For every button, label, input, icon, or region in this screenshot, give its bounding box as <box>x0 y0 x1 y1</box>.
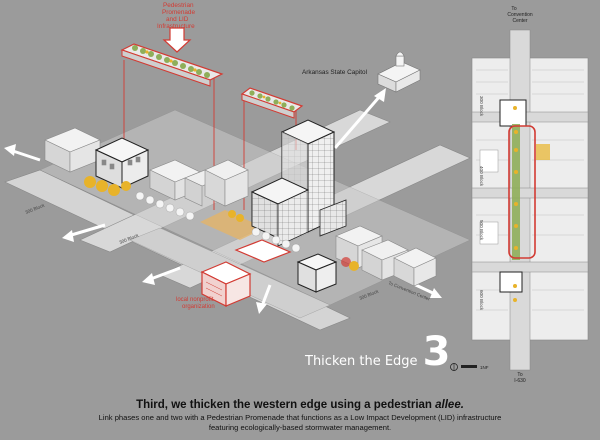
svg-text:I-630: I-630 <box>514 378 526 384</box>
caption-line-1: Link phases one and two with a Pedestria… <box>98 413 502 422</box>
svg-text:1NF: 1NF <box>480 365 489 370</box>
svg-text:300 Block: 300 Block <box>25 202 46 214</box>
svg-text:600 Block: 600 Block <box>479 290 484 311</box>
svg-text:To: To <box>511 6 517 12</box>
site-plan: 300 Block 400 Block 500 Block 600 Block … <box>471 6 589 384</box>
capitol-building <box>377 51 421 93</box>
svg-text:To: To <box>517 372 523 378</box>
tower-building <box>250 119 347 247</box>
left-block-buildings <box>44 127 249 207</box>
promenade-strip-lower <box>240 87 304 119</box>
svg-text:Pedestrian: Pedestrian <box>163 2 194 9</box>
svg-text:Center: Center <box>512 18 527 24</box>
right-block-buildings <box>296 225 437 293</box>
svg-text:Arkansas State Capitol: Arkansas State Capitol <box>302 69 367 76</box>
svg-text:500 Block: 500 Block <box>479 220 484 241</box>
scale-bar: 1NF <box>450 363 489 371</box>
promenade-strip-upper <box>120 43 224 87</box>
caption-line-2: featuring ecologically-based stormwater … <box>208 422 392 432</box>
svg-text:and LID: and LID <box>166 16 189 23</box>
phase-number: 3 <box>422 329 451 375</box>
phase-heading: Thicken the Edge 3 <box>305 332 451 372</box>
svg-text:Convention: Convention <box>507 12 533 18</box>
street-arrows <box>4 88 442 314</box>
svg-text:local nonprofit: local nonprofit <box>176 297 214 303</box>
caption-body: Link phases one and two with a Pedestria… <box>0 413 600 432</box>
nonprofit-building <box>200 239 292 307</box>
phase-title: Thicken the Edge <box>305 354 418 369</box>
promenade-arrow <box>162 27 192 53</box>
svg-text:300 Block: 300 Block <box>479 96 484 117</box>
svg-text:400 Block: 400 Block <box>479 166 484 187</box>
svg-text:Infrastructure: Infrastructure <box>157 23 195 30</box>
svg-text:organization: organization <box>182 304 215 310</box>
svg-text:Promenade: Promenade <box>162 9 195 16</box>
caption-title: Third, we thicken the western edge using… <box>136 399 464 411</box>
street-trees <box>84 176 359 271</box>
